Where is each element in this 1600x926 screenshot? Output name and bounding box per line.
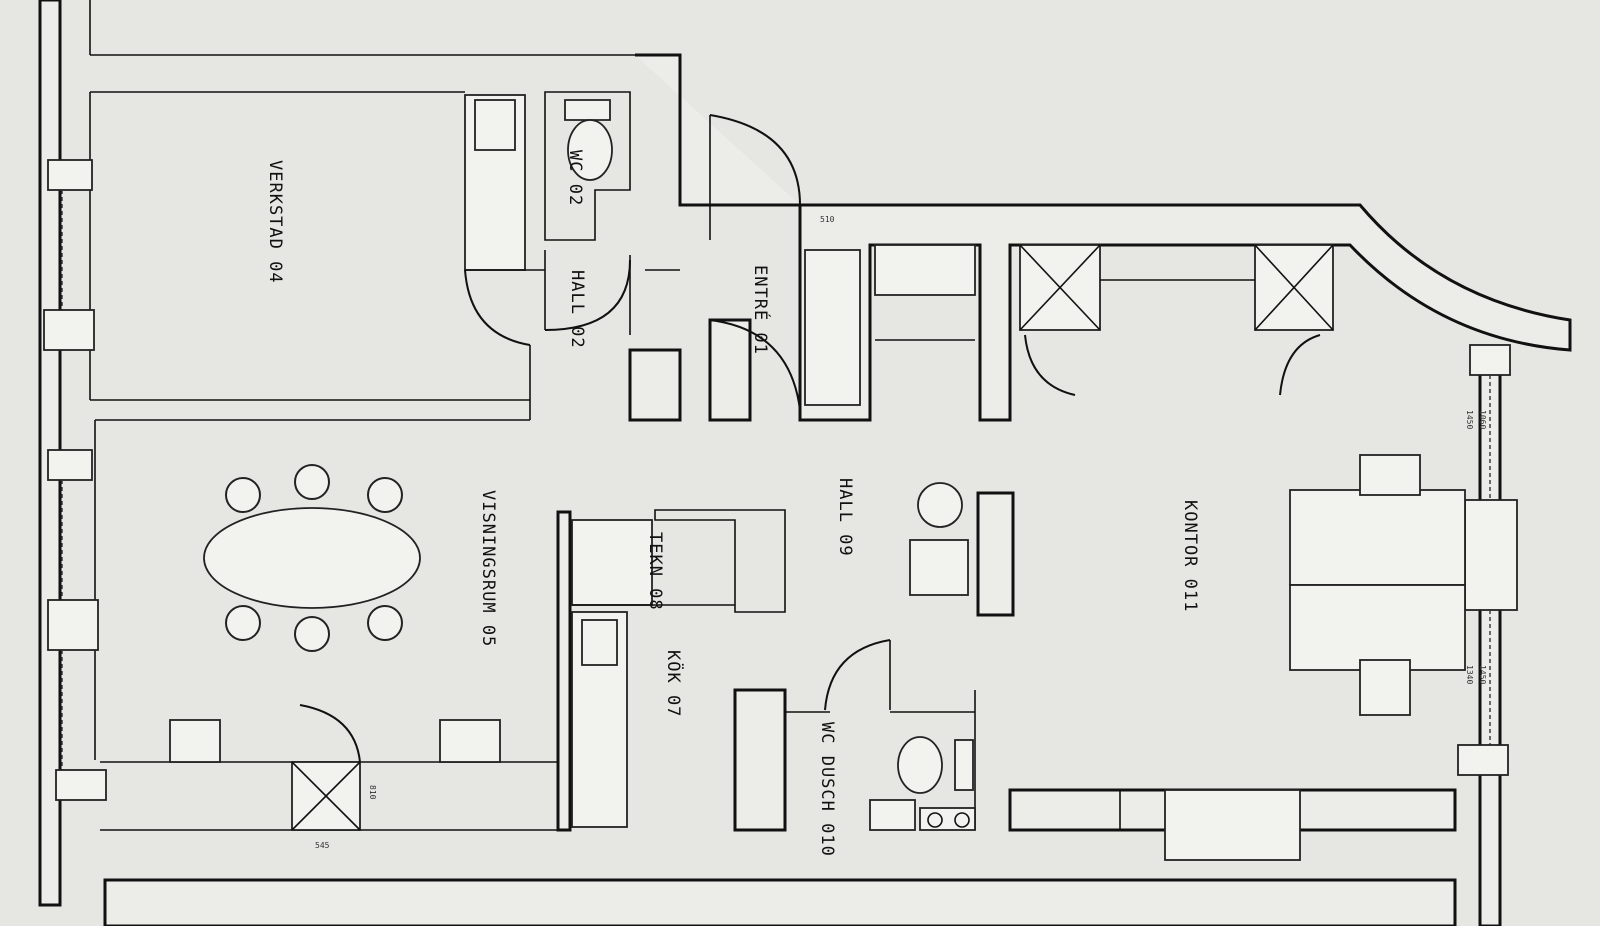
label-entre: ENTRÉ 01 — [750, 265, 772, 355]
label-hall02: HALL 02 — [567, 270, 587, 349]
label-kok: KÖK 07 — [663, 650, 685, 717]
dim-810: 810 — [368, 785, 377, 800]
dim-1340: 1340 — [1465, 665, 1474, 684]
wc02-room — [464, 91, 631, 335]
kitchen — [556, 509, 787, 832]
label-wc02: WC 02 — [565, 150, 585, 206]
label-visningsrum: VISNINGSRUM 05 — [478, 490, 498, 647]
dimension-labels: 510 1450 1060 1340 1450 545 810 — [315, 215, 1487, 850]
dim-510: 510 — [820, 215, 835, 224]
outer-walls — [38, 0, 1572, 926]
dim-1450b: 1450 — [1478, 665, 1487, 684]
window-left-1 — [43, 159, 95, 351]
visningsrum-storage — [169, 704, 501, 831]
kontor-cabinets — [1019, 244, 1334, 396]
label-verkstad: VERKSTAD 04 — [265, 160, 285, 284]
hall09-furniture — [909, 482, 1015, 617]
wc-dusch-room — [785, 639, 976, 831]
window-right — [1457, 344, 1518, 776]
lower-storage — [1008, 788, 1457, 861]
dining-table — [203, 464, 421, 652]
dim-1450: 1450 — [1465, 410, 1474, 429]
dim-545: 545 — [315, 841, 330, 850]
kontor-desks — [1289, 454, 1466, 716]
entre-area — [628, 114, 976, 422]
window-left-2 — [47, 449, 107, 801]
label-hall09: HALL 09 — [835, 478, 855, 557]
dim-1060: 1060 — [1478, 410, 1487, 429]
label-wcdusch: WC DUSCH 010 — [817, 722, 837, 857]
room-labels: VERKSTAD 04 WC 02 HALL 02 ENTRÉ 01 VISNI… — [265, 150, 1200, 857]
label-kontor: KONTOR 011 — [1180, 500, 1200, 612]
label-tekn: TEKN 08 — [645, 532, 665, 611]
verkstad-door[interactable] — [464, 269, 545, 346]
